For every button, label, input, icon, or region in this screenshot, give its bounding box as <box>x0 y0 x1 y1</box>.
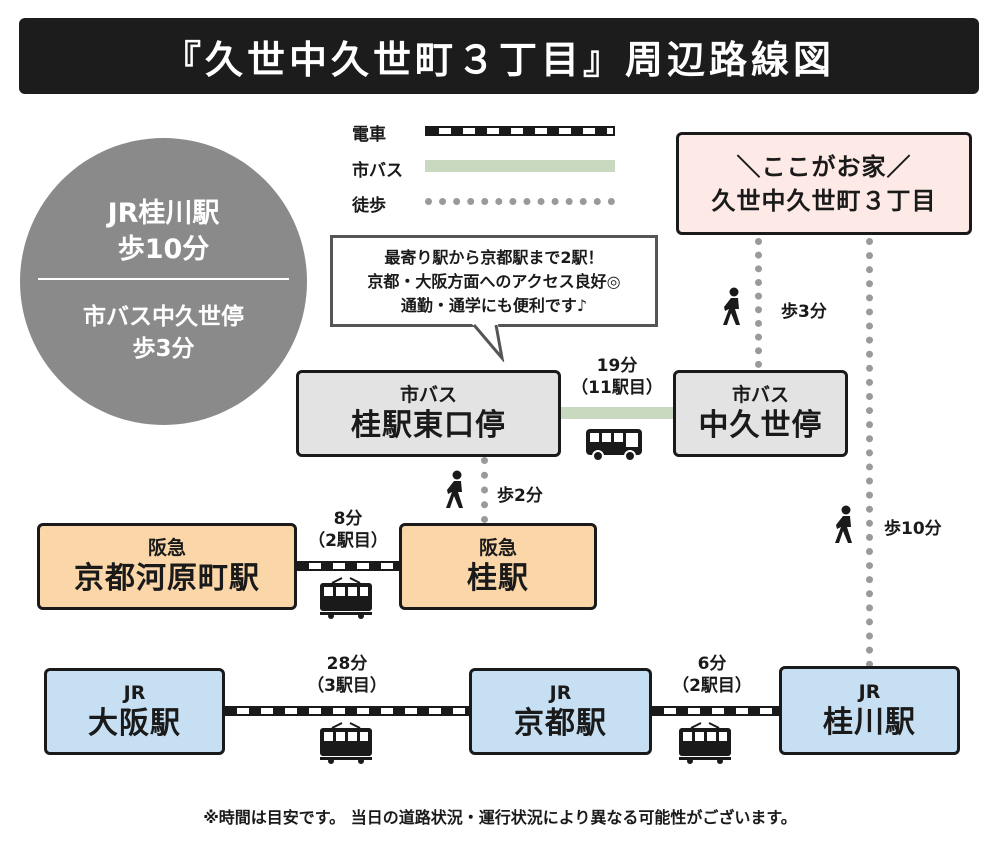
station-kyoto: JR 京都駅 <box>469 668 652 755</box>
walk-line-home-bus <box>755 238 762 368</box>
walk-label-home-jr: 歩10分 <box>884 519 942 539</box>
bus-route-line <box>559 407 675 419</box>
bus-icon <box>586 429 642 462</box>
train-icon <box>320 577 372 619</box>
speech-line: 通勤・通学にも便利です♪ <box>400 296 588 315</box>
home-box: ＼ここがお家／ 久世中久世町３丁目 <box>676 132 972 235</box>
station-name: 桂駅 <box>467 560 529 596</box>
walk-label-bus-hankyu: 歩2分 <box>497 486 543 506</box>
station-name: 京都河原町駅 <box>74 560 260 596</box>
speech-line: 京都・大阪方面へのアクセス良好◎ <box>367 272 621 291</box>
station-nakakuze: 市バス 中久世停 <box>673 370 848 457</box>
station-operator: JR <box>549 681 572 704</box>
legend-bus-line <box>425 160 615 172</box>
summary-circle: JR桂川駅 歩10分 市バス中久世停 歩3分 <box>20 138 307 425</box>
bus-route-time: 19分 （11駅目） <box>571 356 663 398</box>
title-bar: 『久世中久世町３丁目』周辺路線図 <box>19 18 979 94</box>
station-name: 大阪駅 <box>88 705 181 741</box>
hankyu-route-time: 8分 （2駅目） <box>308 509 388 551</box>
walk-line-bus-hankyu <box>481 457 488 523</box>
station-osaka: JR 大阪駅 <box>44 668 225 755</box>
jr-osaka-route-time: 28分 （3駅目） <box>307 654 387 696</box>
pedestrian-icon <box>446 470 463 508</box>
station-kyoto-kawaramachi: 阪急 京都河原町駅 <box>37 523 297 610</box>
station-operator: 市バス <box>731 383 789 406</box>
legend-bus-label: 市バス <box>352 161 403 181</box>
pedestrian-icon <box>723 287 740 325</box>
station-operator: JR <box>123 681 146 704</box>
station-katsuragawa: JR 桂川駅 <box>779 666 960 755</box>
station-name: 桂駅東口停 <box>351 407 506 443</box>
station-operator: 市バス <box>399 383 457 406</box>
page-title: 『久世中久世町３丁目』周辺路線図 <box>162 37 835 82</box>
speech-line: 最寄り駅から京都駅まで2駅！ <box>384 248 604 267</box>
station-operator: 阪急 <box>478 536 517 559</box>
station-name: 京都駅 <box>514 705 607 741</box>
home-label-line1: ＼ここがお家／ <box>736 152 912 181</box>
train-icon <box>320 722 372 764</box>
station-katsura: 阪急 桂駅 <box>399 523 597 610</box>
summary-main-line1: JR桂川駅 <box>107 198 220 229</box>
legend-walk-label: 徒歩 <box>352 196 386 216</box>
home-label-line2: 久世中久世町３丁目 <box>711 186 937 215</box>
legend-train-label: 電車 <box>352 125 386 145</box>
station-name: 桂川駅 <box>823 704 916 740</box>
station-katsura-higashiguchi: 市バス 桂駅東口停 <box>296 370 561 457</box>
footnote: ※時間は目安です。 当日の道路状況・運行状況により異なる可能性がございます。 <box>203 808 797 827</box>
hankyu-route-line <box>295 561 401 571</box>
summary-sub-line1: 市バス中久世停 <box>83 304 244 330</box>
summary-divider <box>38 278 289 280</box>
train-icon <box>679 722 731 764</box>
walk-line-home-jr <box>866 238 873 668</box>
walk-label-home-bus: 歩3分 <box>781 302 827 322</box>
station-operator: JR <box>858 680 881 703</box>
pedestrian-icon <box>835 505 852 543</box>
jr-kyoto-route-time: 6分 （2駅目） <box>672 654 752 696</box>
jr-osaka-kyoto-line <box>223 706 471 716</box>
station-name: 中久世停 <box>698 407 823 443</box>
speech-bubble: 最寄り駅から京都駅まで2駅！ 京都・大阪方面へのアクセス良好◎ 通勤・通学にも便… <box>330 235 658 327</box>
jr-kyoto-katsuragawa-line <box>650 706 782 716</box>
speech-bubble-tail <box>472 324 505 362</box>
summary-sub-line2: 歩3分 <box>132 336 195 362</box>
summary-main-line2: 歩10分 <box>117 234 210 265</box>
station-operator: 阪急 <box>147 536 186 559</box>
legend-walk-line <box>425 198 615 205</box>
legend-train-line <box>425 126 615 136</box>
